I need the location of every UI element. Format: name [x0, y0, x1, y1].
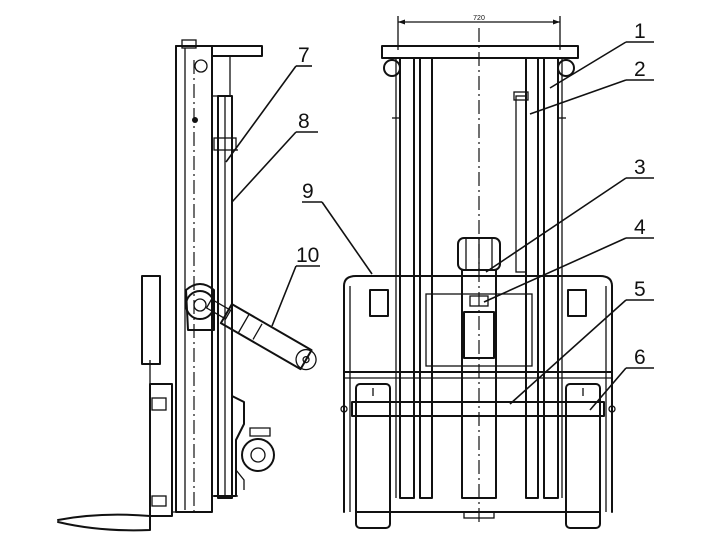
- leader-9: [321, 201, 373, 275]
- callout-7: 7: [298, 44, 310, 67]
- dim-label: 720: [473, 15, 485, 22]
- callout-3: 3: [634, 156, 646, 179]
- front-crossbar-bolt-left: [340, 405, 348, 413]
- front-side-roller-left: [369, 289, 389, 317]
- side-carriage-roller: [151, 397, 167, 411]
- side-chain-anchor: [213, 137, 237, 151]
- callout-10: 10: [296, 244, 319, 267]
- front-outer-right-channel: [543, 57, 559, 499]
- front-base-pad: [463, 511, 495, 519]
- callout-9: 9: [302, 180, 314, 203]
- callout-5: 5: [634, 278, 646, 301]
- tilt-cylinder-end-eye: [295, 348, 317, 371]
- callout-8: 8: [298, 110, 310, 133]
- side-tilt-cylinder: [205, 298, 317, 371]
- front-top-beam: [381, 45, 579, 59]
- front-top-pulley-left: [383, 59, 401, 77]
- callout-4: 4: [634, 216, 646, 239]
- side-lower-roller: [241, 438, 275, 472]
- leader-7: [225, 65, 297, 163]
- leader-1: [549, 41, 627, 89]
- tilt-cylinder-barrel: [219, 303, 313, 371]
- side-top-cap: [175, 45, 263, 57]
- side-roller-clamp: [249, 427, 271, 437]
- callout-2: 2: [634, 58, 646, 81]
- callout-6: 6: [634, 346, 646, 369]
- side-fork-blade: [57, 513, 151, 532]
- callout-labels: 1 2 3 4 5 6 7 8 9 10: [296, 20, 646, 369]
- leader-lines: [225, 41, 654, 411]
- side-bolt-1: [192, 117, 198, 123]
- front-outer-left-channel: [399, 57, 415, 499]
- tilt-cylinder-rod: [205, 298, 232, 320]
- front-carriage-top: [343, 275, 613, 361]
- side-tilt-pivot: [185, 290, 215, 320]
- side-lower-lug: [235, 469, 245, 490]
- tilt-cylinder-mark: [252, 323, 263, 340]
- front-side-roller-right: [567, 289, 587, 317]
- front-crossbar-bolt-right: [608, 405, 616, 413]
- side-top-bracket: [181, 39, 197, 49]
- callout-1: 1: [634, 20, 646, 43]
- leader-3: [485, 177, 627, 273]
- side-cylinder-head: [211, 55, 231, 97]
- leader-6: [589, 367, 627, 411]
- leader-5: [509, 299, 627, 405]
- front-lift-cylinder: [461, 269, 497, 499]
- front-lower-crossbar: [351, 401, 605, 417]
- leader-10: [271, 265, 297, 327]
- front-view: 720: [340, 15, 616, 529]
- side-tilt-pivot-pin: [193, 298, 207, 312]
- side-load-backrest: [141, 275, 161, 365]
- leader-2: [529, 79, 627, 115]
- front-lift-chain: [515, 95, 527, 273]
- front-fork-right: [565, 383, 601, 529]
- side-view: [57, 39, 317, 532]
- front-carriage-window: [425, 293, 533, 367]
- side-carriage-roller-low: [151, 495, 167, 507]
- tilt-cylinder-gland: [237, 313, 250, 334]
- side-lower-roller-hub: [250, 447, 266, 463]
- front-top-pulley-right: [557, 59, 575, 77]
- front-fork-left: [355, 383, 391, 529]
- side-pivot-bracket: [185, 283, 215, 331]
- front-cylinder-block: [463, 311, 495, 359]
- front-inner-left-channel: [419, 57, 433, 499]
- front-chain-anchor: [513, 91, 529, 101]
- tilt-cylinder-end-pin: [302, 355, 310, 364]
- side-top-pulley: [194, 59, 208, 73]
- leader-4: [483, 237, 627, 303]
- leader-8: [231, 131, 297, 203]
